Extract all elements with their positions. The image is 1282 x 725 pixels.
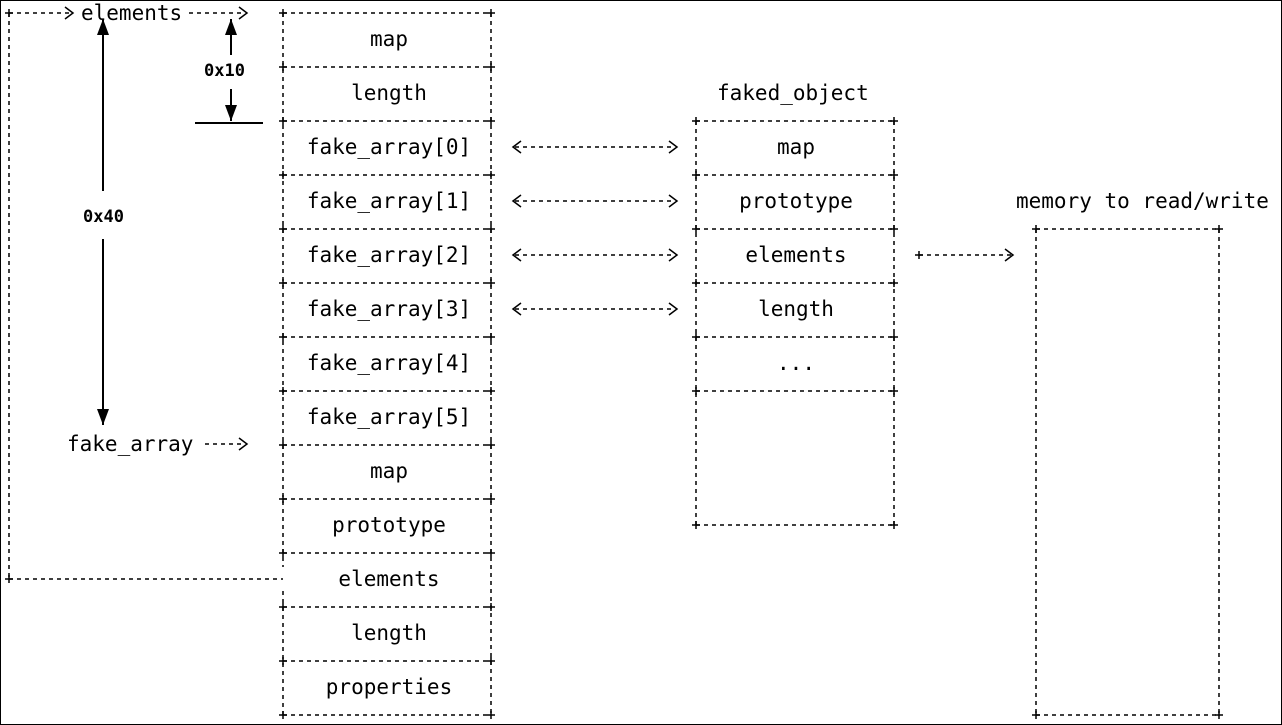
faked-cell-length: length <box>758 297 834 321</box>
offset-0x40-label: 0x40 <box>83 207 124 227</box>
link-head-right-1 <box>668 194 679 208</box>
elements-pointer-label: elements <box>81 1 183 25</box>
link-head-left-0 <box>511 140 522 154</box>
link-head-right-3 <box>668 302 679 316</box>
offset-0x10-label: 0x10 <box>204 61 245 81</box>
left-cell-properties: properties <box>325 675 453 699</box>
offset-0x40-arrow-up-head <box>97 19 109 35</box>
link-head-left-3 <box>511 302 522 316</box>
left-cell-elements: elements <box>338 567 440 591</box>
link-head-right-0 <box>668 140 679 154</box>
offset-0x10-arrow-up-head <box>225 19 237 35</box>
fake-array-pointer-arrowhead <box>238 437 249 451</box>
left-cell-fake-array-1: fake_array[1] <box>306 189 472 213</box>
faked-cell-map: map <box>777 135 815 159</box>
memory-block-title: memory to read/write <box>1016 189 1269 213</box>
offset-0x10-arrow-down-head <box>225 105 237 121</box>
left-cell-map: map <box>370 27 408 51</box>
left-cell-length-2: length <box>351 621 427 645</box>
left-cell-fake-array-2: fake_array[2] <box>306 243 472 267</box>
left-cell-length: length <box>351 81 427 105</box>
left-cell-map-2: map <box>370 459 408 483</box>
left-cell-fake-array-4: fake_array[4] <box>306 351 472 375</box>
link-head-left-2 <box>511 248 522 262</box>
loop-top-arrowhead <box>64 6 75 20</box>
link-head-left-1 <box>511 194 522 208</box>
fake-array-pointer-label: fake_array <box>67 432 194 456</box>
left-cell-fake-array-0: fake_array[0] <box>306 135 472 159</box>
faked-cell-prototype: prototype <box>739 189 853 213</box>
left-cell-fake-array-3: fake_array[3] <box>306 297 472 321</box>
elements-pointer-arrowhead <box>238 6 249 20</box>
link-head-right-2 <box>668 248 679 262</box>
faked-object-title: faked_object <box>717 81 869 105</box>
mem-link-arrowhead <box>1004 248 1015 262</box>
offset-0x40-arrow-down-head <box>97 409 109 425</box>
faked-cell-ellipsis: ... <box>777 351 815 375</box>
left-cell-fake-array-5: fake_array[5] <box>306 405 472 429</box>
faked-cell-elements: elements <box>745 243 847 267</box>
left-cell-prototype: prototype <box>332 513 446 537</box>
